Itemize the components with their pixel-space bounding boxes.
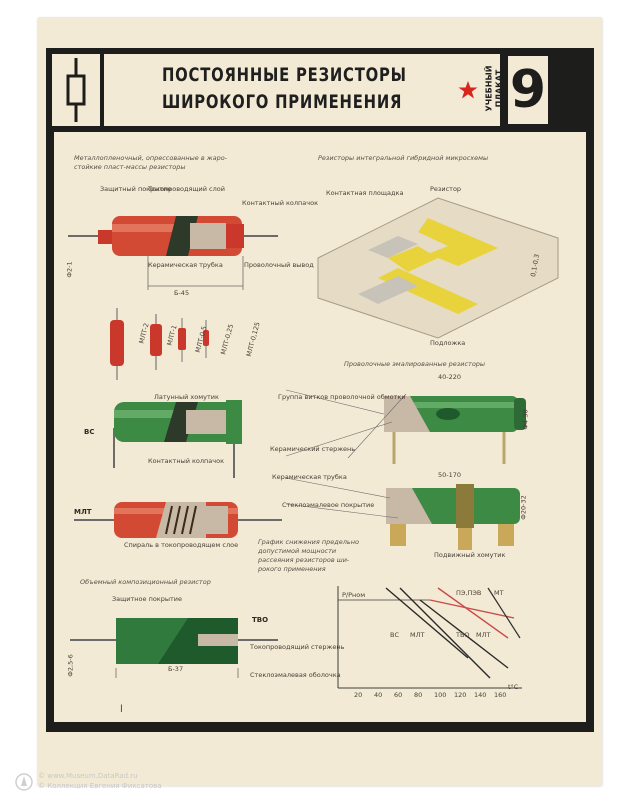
tvo-glass: Стеклоэмалевая оболочка bbox=[250, 671, 341, 679]
watermark-line2: © Коллекция Евгения Фиксатова bbox=[38, 782, 162, 790]
graph-x-tick-3: 60 bbox=[394, 691, 403, 699]
dim-dia: Ф2-1 bbox=[65, 261, 74, 278]
dim-length: Б-45 bbox=[174, 289, 190, 297]
graph-x-tick-7: 140 bbox=[474, 691, 487, 699]
footer-mark: l bbox=[120, 704, 123, 715]
mlt-caption: Спираль в токопроводящем слое bbox=[124, 541, 239, 549]
tvo-heading: Объемный композиционный резистор bbox=[80, 578, 211, 586]
page-title-line1: ПОСТОЯННЫЕ РЕЗИСТОРЫ bbox=[162, 64, 407, 86]
leader-lines bbox=[285, 389, 407, 519]
ww-label-movable: Подвижный хомутик bbox=[434, 551, 506, 559]
illustration-canvas bbox=[68, 197, 559, 689]
label-lead: Проволочный вывод bbox=[244, 261, 314, 269]
tvo-dim-len: Б-37 bbox=[168, 665, 184, 673]
vs-cutaway-illustration bbox=[113, 400, 242, 478]
mlt-heading-2: стойкие пласт-массы резисторы bbox=[74, 163, 186, 171]
tvo-dim-dia: Ф2,5-6 bbox=[66, 654, 75, 677]
graph-series-1: ВС bbox=[390, 631, 399, 639]
graph-x-tick-6: 120 bbox=[454, 691, 467, 699]
tvo-protective: Защитное покрытие bbox=[112, 595, 182, 603]
ww-dim-mid: 50-170 bbox=[438, 471, 462, 479]
bottom-frame-bar bbox=[46, 722, 594, 732]
wirewound-heading: Проволочные эмалированные резисторы bbox=[344, 360, 486, 368]
graph-series-3: ПЭ,ПЭВ bbox=[456, 589, 482, 597]
graph-caption-1: График снижения предельно bbox=[258, 538, 359, 546]
tvo-conductive: Токопроводящий стержень bbox=[250, 643, 345, 651]
pev-resistor-top-illustration bbox=[384, 396, 526, 464]
graph-caption-4: рокого применения bbox=[258, 565, 326, 573]
vs-label: ВС bbox=[84, 428, 95, 436]
hybrid-substrate: Подложка bbox=[430, 339, 466, 347]
page-title-line2: ШИРОКОГО ПРИМЕНЕНИЯ bbox=[162, 91, 403, 113]
label-ceramic: Керамическая трубка bbox=[148, 261, 223, 269]
label-cap: Контактный колпачок bbox=[242, 199, 319, 207]
left-frame-bar bbox=[46, 132, 54, 732]
watermark-logo-icon bbox=[15, 773, 33, 791]
right-frame-bar bbox=[586, 132, 594, 732]
watermark-line1: © www.Museum.DataRad.ru bbox=[38, 772, 138, 780]
ww-label-core: Керамический стержень bbox=[270, 445, 356, 453]
vs-sub-cap: Латунный хомутик bbox=[154, 393, 219, 401]
label-protective: Защитный покрытие bbox=[100, 185, 172, 193]
graph-series-6: МЛТ bbox=[476, 631, 491, 639]
graph-x-unit: t°C bbox=[508, 683, 519, 691]
graph-x-tick-1: 20 bbox=[354, 691, 363, 699]
graph-caption-2: допустимой мощности bbox=[258, 547, 337, 555]
hybrid-resistor: Резистор bbox=[430, 185, 462, 193]
pev-resistor-mid-illustration bbox=[386, 484, 520, 550]
graph-x-tick-4: 80 bbox=[414, 691, 423, 699]
ww-label-tube: Керамическая трубка bbox=[272, 473, 347, 481]
graph-series-5: ТВО bbox=[456, 631, 470, 639]
poster-sheet: ПОСТОЯННЫЕ РЕЗИСТОРЫ ШИРОКОГО ПРИМЕНЕНИЯ… bbox=[38, 18, 602, 786]
watermark: © www.Museum.DataRad.ru © Коллекция Евге… bbox=[8, 768, 308, 798]
ww-dim-top-dia: Ф4-30 bbox=[521, 409, 530, 430]
mlt-cutaway-illustration bbox=[68, 216, 278, 290]
mlt-label: МЛТ bbox=[74, 508, 92, 516]
hybrid-film-illustration bbox=[317, 197, 559, 339]
mlt-spiral-illustration bbox=[74, 502, 282, 538]
hybrid-heading: Резисторы интегральной гибридной микросх… bbox=[318, 154, 489, 162]
tvo-label: ТВО bbox=[252, 616, 269, 624]
ww-dim-mid-dia: Ф20-32 bbox=[519, 495, 528, 520]
graph-series-2: МЛТ bbox=[410, 631, 425, 639]
graph-caption-3: рассеяния резисторов ши- bbox=[258, 556, 350, 564]
graph-x-tick-5: 100 bbox=[434, 691, 447, 699]
resistor-symbol-icon bbox=[52, 54, 100, 126]
mlt-series-illustration bbox=[110, 308, 209, 380]
hybrid-contact: Контактная площадка bbox=[326, 189, 404, 197]
red-star-icon bbox=[458, 81, 478, 99]
graph-series-4: МТ bbox=[494, 589, 504, 597]
vs-sub-contact: Контактный колпачок bbox=[148, 457, 225, 465]
ww-label-enamel: Стеклоэмалевое покрытие bbox=[282, 501, 375, 509]
tvo-cutaway-illustration bbox=[70, 618, 278, 678]
poster-number: 9 bbox=[508, 56, 548, 124]
ww-label-winding: Группа витков проволочной обмотки bbox=[278, 393, 406, 401]
graph-x-tick-8: 160 bbox=[494, 691, 507, 699]
graph-x-tick-2: 40 bbox=[374, 691, 383, 699]
derating-graph bbox=[337, 586, 522, 689]
mlt-heading-1: Металлопленочный, опрессованные в жаро- bbox=[74, 154, 228, 162]
title-panel: ПОСТОЯННЫЕ РЕЗИСТОРЫ ШИРОКОГО ПРИМЕНЕНИЯ… bbox=[104, 54, 504, 126]
ww-dim-top: 40-220 bbox=[438, 373, 462, 381]
graph-y-label: P/Pном bbox=[342, 591, 366, 599]
label-conductive: Токопроводящий слой bbox=[148, 185, 225, 193]
